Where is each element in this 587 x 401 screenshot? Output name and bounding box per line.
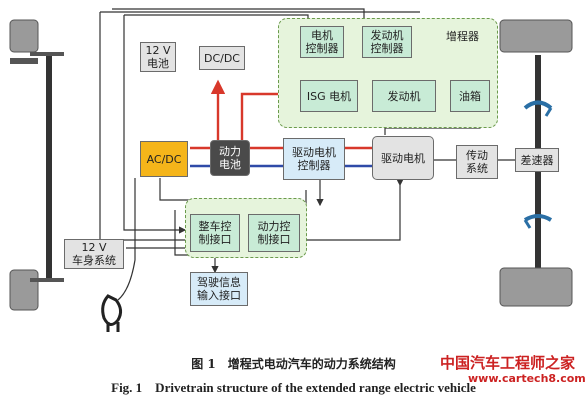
battery-12v-box: 12 V 电池 <box>140 42 176 72</box>
fuel-tank-box: 油箱 <box>450 80 490 112</box>
engine-box: 发动机 <box>372 80 436 112</box>
acdc-box: AC/DC <box>140 141 188 177</box>
body-12v-system-box: 12 V 车身系统 <box>64 239 124 269</box>
power-control-interface-box: 动力控 制接口 <box>248 214 300 252</box>
watermark-cn: 中国汽车工程师之家 <box>440 354 576 372</box>
drive-motor-controller-box: 驱动电机 控制器 <box>283 138 345 180</box>
driver-info-interface-box: 驾驶信息 输入接口 <box>190 272 248 306</box>
caption-zh: 图 1 增程式电动汽车的动力系统结构 <box>191 357 396 371</box>
power-battery-box: 动力 电池 <box>210 140 250 176</box>
caption-en: Fig. 1 Drivetrain structure of the exten… <box>111 380 476 395</box>
rotation-arrows <box>523 100 553 229</box>
watermark-url: www.cartech8.com <box>468 372 586 385</box>
dcdc-box: DC/DC <box>199 46 245 70</box>
right-axle <box>499 19 573 307</box>
differential-box: 差速器 <box>515 148 559 172</box>
vehicle-control-interface-box: 整车控 制接口 <box>190 214 240 252</box>
drive-motor-box: 驱动电机 <box>372 136 434 180</box>
range-extender-label: 增程器 <box>446 30 479 43</box>
engine-controller-box: 发动机 控制器 <box>362 26 412 58</box>
transmission-box: 传动 系统 <box>456 145 498 179</box>
motor-controller-box: 电机 控制器 <box>300 26 344 58</box>
isg-motor-box: ISG 电机 <box>300 80 358 112</box>
charging-plug-icon <box>101 294 123 332</box>
left-axle <box>9 19 64 311</box>
